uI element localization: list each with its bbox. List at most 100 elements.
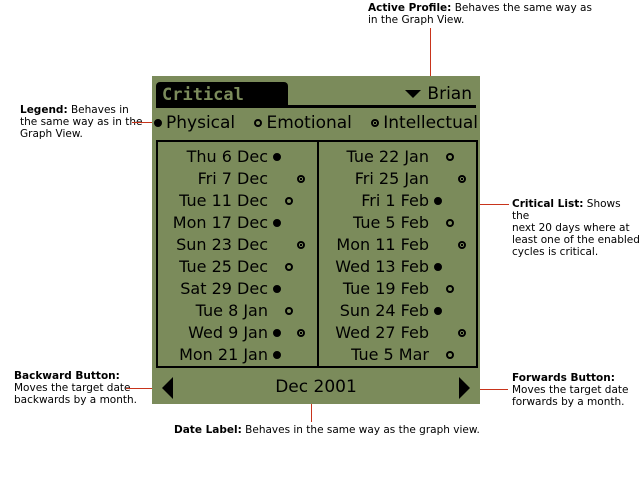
legend-item-emotional[interactable]: Emotional — [254, 113, 352, 133]
emotional-critical-icon — [285, 307, 293, 315]
callout-line — [479, 204, 509, 205]
critical-day-row: Tue 19 Feb — [319, 278, 477, 300]
critical-day-row: Fri 25 Jan — [319, 168, 477, 190]
physical-critical-icon — [273, 329, 281, 337]
callout-line — [132, 122, 155, 123]
critical-day-date: Wed 27 Feb — [335, 323, 429, 342]
critical-day-date: Wed 13 Feb — [335, 257, 429, 276]
intellectual-critical-icon — [458, 241, 466, 249]
critical-day-row: Sun 24 Feb — [319, 300, 477, 322]
forwards-button[interactable] — [459, 377, 470, 399]
critical-day-date: Fri 25 Jan — [354, 169, 429, 188]
legend-item-physical[interactable]: Physical — [154, 113, 235, 133]
critical-day-row: Tue 11 Dec — [158, 190, 316, 212]
critical-day-date: Tue 8 Jan — [195, 301, 268, 320]
annotation-text: least one of the enabled — [512, 234, 640, 246]
emotional-critical-icon — [446, 219, 454, 227]
critical-day-date: Tue 25 Dec — [179, 257, 268, 276]
critical-day-date: Wed 9 Jan — [188, 323, 268, 342]
annotation-text: Behaves in — [67, 104, 129, 116]
annotation-critical-list: Critical List: Shows the next 20 days wh… — [512, 198, 640, 258]
legend-label: Emotional — [266, 113, 352, 133]
critical-day-date: Mon 17 Dec — [172, 213, 268, 232]
annotation-backward-button: Backward Button: Moves the target date b… — [14, 370, 137, 406]
physical-critical-icon — [273, 351, 281, 359]
intellectual-critical-icon — [458, 175, 466, 183]
critical-day-date: Tue 22 Jan — [346, 147, 429, 166]
callout-line — [474, 389, 508, 390]
callout-line — [430, 28, 431, 78]
critical-day-row: Wed 9 Jan — [158, 322, 316, 344]
critical-day-row: Tue 5 Feb — [319, 212, 477, 234]
emotional-critical-icon — [285, 197, 293, 205]
app-title: Critical Days — [156, 82, 288, 132]
annotation-text: in the Graph View. — [368, 14, 465, 26]
physical-critical-icon — [434, 197, 442, 205]
intellectual-critical-icon — [297, 241, 305, 249]
critical-day-row: Tue 5 Mar — [319, 344, 477, 366]
emotional-critical-icon — [446, 153, 454, 161]
legend: Physical Emotional Intellectual — [154, 112, 478, 134]
physical-critical-icon — [273, 153, 281, 161]
annotation-text: Moves the target date — [512, 384, 629, 396]
date-navigation: Dec 2001 — [152, 374, 480, 400]
emotional-critical-icon — [446, 285, 454, 293]
critical-day-row: Mon 21 Jan — [158, 344, 316, 366]
critical-day-date: Mon 11 Feb — [336, 235, 429, 254]
critical-day-row: Sat 29 Dec — [158, 278, 316, 300]
annotation-text: forwards by a month. — [512, 396, 625, 408]
critical-day-date: Tue 5 Mar — [351, 345, 429, 364]
critical-day-date: Tue 11 Dec — [179, 191, 268, 210]
critical-day-date: Tue 19 Feb — [342, 279, 429, 298]
critical-day-date: Mon 21 Jan — [179, 345, 268, 364]
critical-day-row: Wed 27 Feb — [319, 322, 477, 344]
annotation-text: backwards by a month. — [14, 394, 137, 406]
critical-day-date: Fri 1 Feb — [361, 191, 429, 210]
intellectual-critical-icon — [297, 329, 305, 337]
backward-button[interactable] — [162, 377, 173, 399]
critical-day-date: Sat 29 Dec — [180, 279, 268, 298]
date-label: Dec 2001 — [275, 377, 357, 397]
annotation-date-label: Date Label: Behaves in the same way as t… — [174, 424, 480, 436]
physical-critical-icon — [434, 263, 442, 271]
critical-day-row: Fri 7 Dec — [158, 168, 316, 190]
annotation-legend: Legend: Behaves in the same way as in th… — [20, 104, 142, 140]
critical-day-row: Wed 13 Feb — [319, 256, 477, 278]
critical-day-date: Fri 7 Dec — [197, 169, 268, 188]
physical-critical-icon — [434, 307, 442, 315]
annotation-title: Critical List: — [512, 198, 584, 210]
dotted-circle-icon — [371, 119, 380, 127]
annotation-title: Legend: — [20, 104, 68, 116]
legend-item-intellectual[interactable]: Intellectual — [371, 113, 478, 133]
emotional-critical-icon — [285, 263, 293, 271]
critical-day-row: Mon 11 Feb — [319, 234, 477, 256]
critical-day-row: Fri 1 Feb — [319, 190, 477, 212]
annotation-forwards-button: Forwards Button: Moves the target date f… — [512, 372, 628, 408]
critical-day-date: Thu 6 Dec — [186, 147, 268, 166]
intellectual-critical-icon — [458, 329, 466, 337]
profile-name: Brian — [427, 84, 472, 104]
critical-day-date: Sun 24 Feb — [339, 301, 429, 320]
dropdown-arrow-icon — [405, 90, 422, 98]
annotation-text: Shows the — [512, 198, 621, 222]
emotional-critical-icon — [446, 351, 454, 359]
critical-day-row: Thu 6 Dec — [158, 146, 316, 168]
annotation-active-profile: Active Profile: Behaves the same way as … — [368, 2, 592, 26]
title-underline — [156, 105, 476, 108]
critical-day-row: Tue 25 Dec — [158, 256, 316, 278]
critical-day-date: Sun 23 Dec — [176, 235, 268, 254]
annotation-title: Forwards Button: — [512, 372, 615, 384]
annotation-title: Active Profile: — [368, 2, 452, 14]
annotation-text: Moves the target date — [14, 382, 131, 394]
critical-day-row: Tue 8 Jan — [158, 300, 316, 322]
legend-label: Intellectual — [383, 113, 478, 133]
critical-day-date: Tue 5 Feb — [352, 213, 429, 232]
active-profile-selector[interactable]: Brian — [405, 83, 472, 105]
critical-day-row: Mon 17 Dec — [158, 212, 316, 234]
annotation-title: Date Label: — [174, 424, 242, 436]
annotation-text: Behaves in the same way as the graph vie… — [241, 424, 480, 436]
legend-label: Physical — [166, 113, 236, 133]
